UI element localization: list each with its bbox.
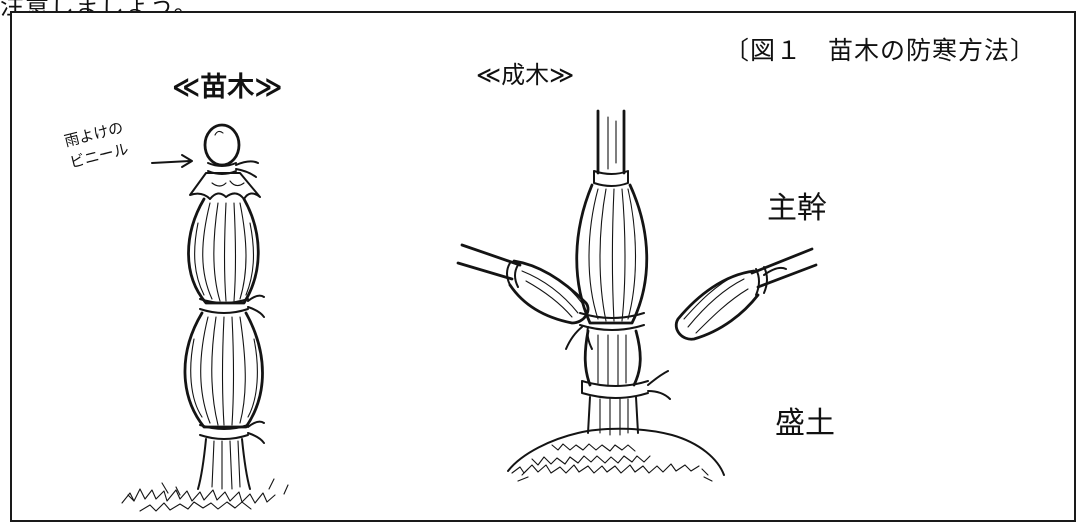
mature-tree-title: ≪成木≫ xyxy=(476,61,575,89)
seedling-title: ≪苗木≫ xyxy=(172,72,283,103)
illustration-canvas xyxy=(121,109,818,512)
mature-tree-illustration xyxy=(456,109,818,482)
vinyl-cap-icon xyxy=(203,123,241,167)
figure-caption: 〔図１ 苗木の防寒方法〕 xyxy=(723,36,1036,65)
main-trunk-label: 主幹 xyxy=(767,191,827,226)
soil-mound-label: 盛土 xyxy=(775,406,835,441)
figure-frame: 〔図１ 苗木の防寒方法〕 ≪苗木≫ ≪成木≫ 主幹 盛土 雨よけの ビニール xyxy=(10,11,1076,522)
note-arrow-icon xyxy=(151,160,191,164)
seedling-illustration xyxy=(121,123,289,512)
